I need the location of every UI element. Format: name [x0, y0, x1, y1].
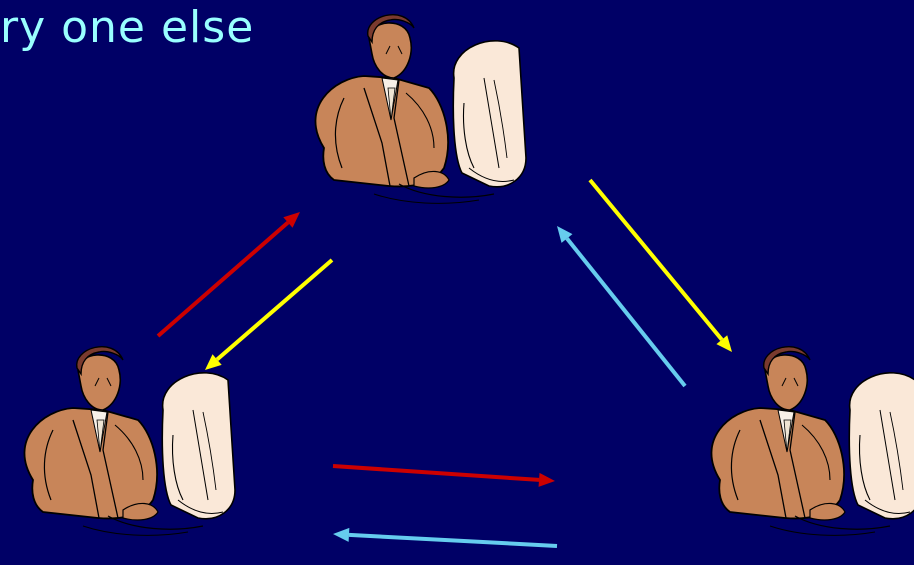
person-computer-bottom-left-icon: [24, 347, 235, 536]
arrows-layer: [158, 180, 732, 546]
person-computer-top-icon: [315, 15, 526, 204]
arrow-bottom-left-to-bottom-right: [333, 466, 555, 487]
arrow-bottom-left-to-top: [158, 212, 300, 336]
person-computer-bottom-right-icon: [711, 347, 914, 536]
arrow-bottom-right-to-bottom-left: [333, 528, 557, 546]
arrow-bottom-right-to-top: [557, 226, 685, 386]
arrow-top-to-bottom-right: [590, 180, 732, 352]
